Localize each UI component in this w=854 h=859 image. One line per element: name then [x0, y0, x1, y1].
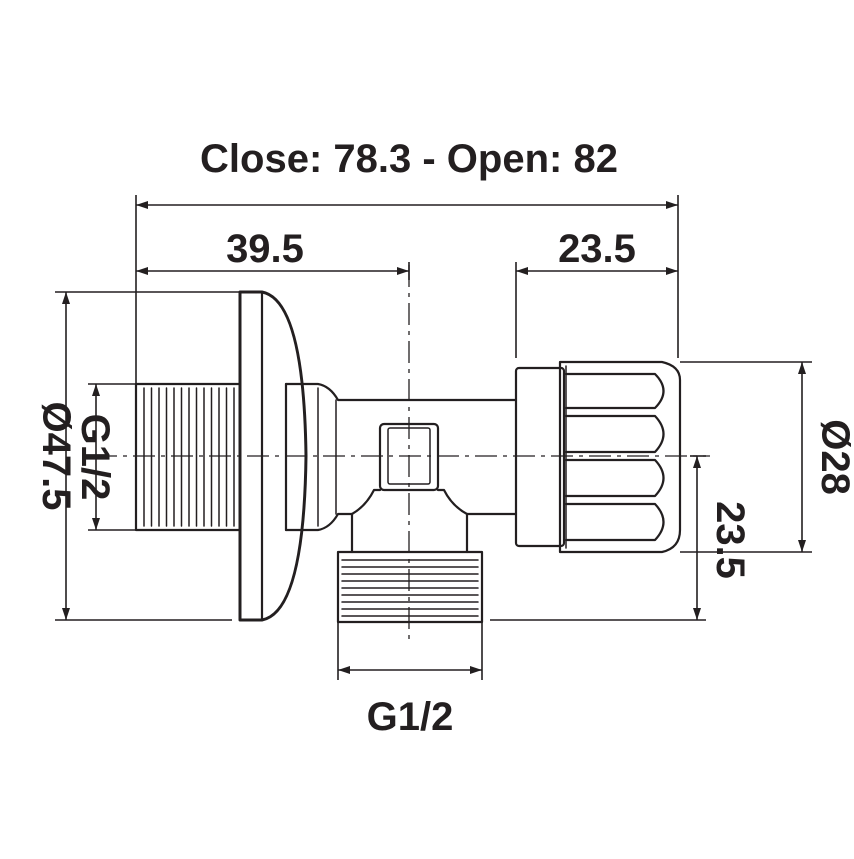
dim-overall [135, 195, 679, 384]
valve-body [284, 382, 518, 554]
inlet-thread [134, 382, 242, 532]
outlet-thread [336, 550, 484, 624]
dim-diameter-47-5 [55, 291, 240, 621]
dim-label-39-5: 39.5 [226, 227, 304, 271]
flange [238, 290, 308, 622]
arrowhead [798, 362, 806, 374]
arrowhead [338, 666, 350, 674]
handle-rib [564, 458, 665, 498]
arrowhead [136, 201, 148, 209]
arrowhead [470, 666, 482, 674]
dim-label-23-5-top: 23.5 [558, 227, 636, 271]
dim-diameter-28 [680, 361, 812, 553]
dim-label-outlet-thread: G1/2 [367, 695, 454, 739]
arrowhead [666, 201, 678, 209]
arrowhead [92, 384, 100, 396]
arrowhead [62, 292, 70, 304]
dim-label-23-5-vertical: 23.5 [708, 501, 752, 579]
dim-outlet-thread [337, 622, 483, 680]
dim-label-inlet-thread: G1/2 [73, 414, 117, 501]
arrowhead [62, 608, 70, 620]
arrowhead [516, 267, 528, 275]
title-label: Close: 78.3 - Open: 82 [200, 137, 618, 181]
arrowhead [693, 608, 701, 620]
handle [514, 360, 682, 554]
arrowhead [136, 267, 148, 275]
dim-label-diameter-47-5: Ø47.5 [34, 402, 78, 511]
dim-label-diameter-28: Ø28 [813, 419, 854, 495]
dim-23-5-vertical [490, 455, 706, 621]
handle-rib [564, 502, 665, 542]
arrowhead [666, 267, 678, 275]
arrowhead [397, 267, 409, 275]
dimension-arrows [62, 201, 806, 674]
arrowhead [693, 456, 701, 468]
arrowhead [798, 540, 806, 552]
handle-rib [564, 372, 665, 410]
handle-rib [564, 414, 665, 454]
arrowhead [92, 518, 100, 530]
dim-23-5-top [515, 262, 678, 358]
